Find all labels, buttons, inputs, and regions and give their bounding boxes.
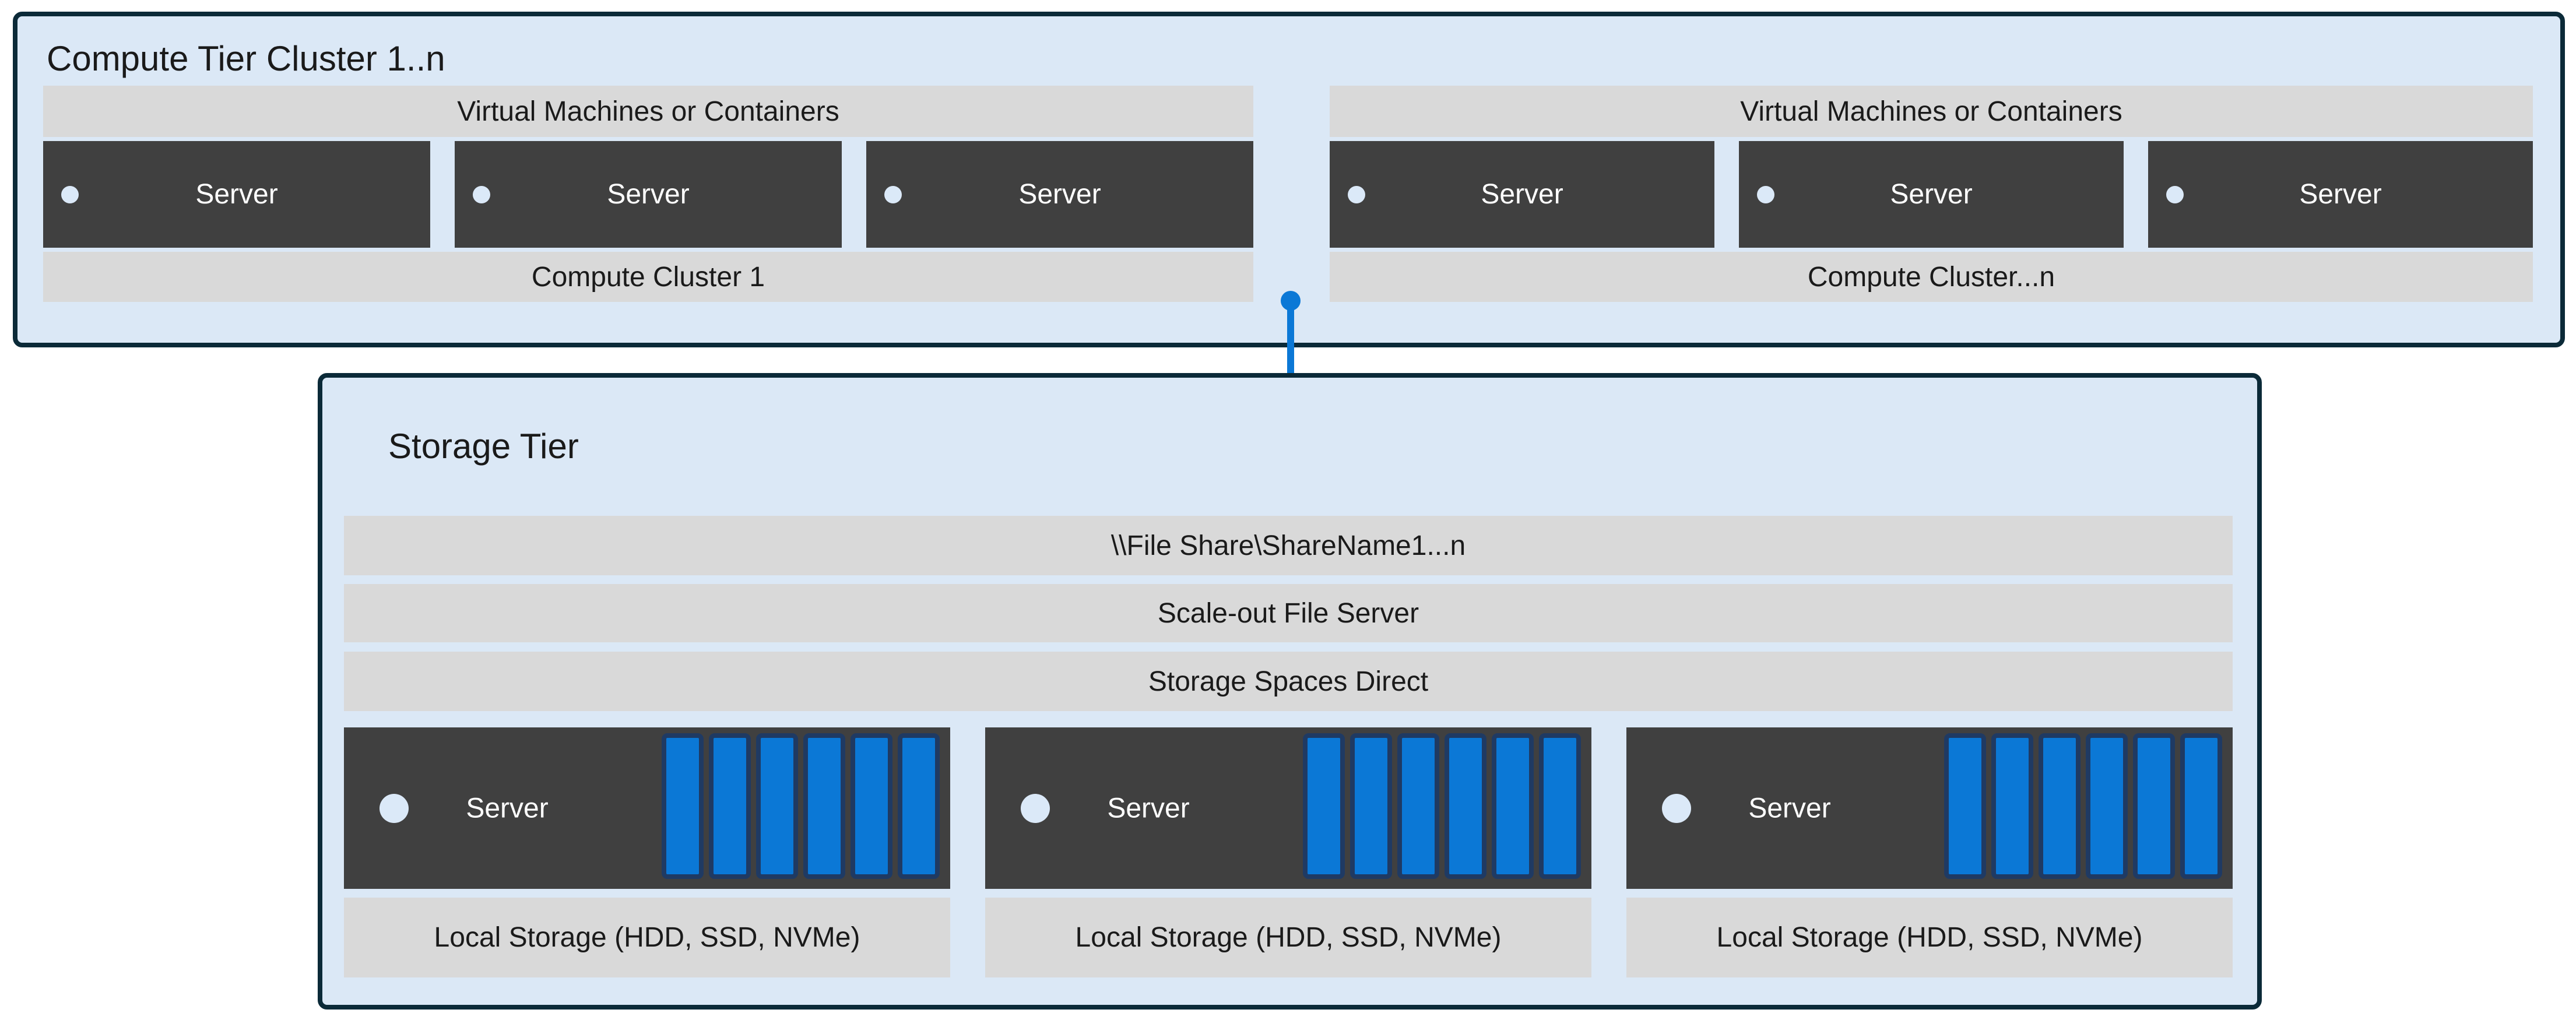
power-led-icon: [2166, 185, 2184, 203]
compute-server: Server: [2148, 141, 2533, 248]
disk-icon: [1492, 733, 1534, 879]
connector-endpoint-dot: [1281, 291, 1301, 311]
local-storage-bar: Local Storage (HDD, SSD, NVMe): [1626, 898, 2233, 977]
compute-server: Server: [1739, 141, 2124, 248]
disk-array: [1303, 733, 1581, 879]
server-label: Server: [1018, 179, 1101, 210]
disk-icon: [1944, 733, 1986, 879]
power-led-icon: [1021, 793, 1050, 823]
compute-server: Server: [455, 141, 842, 248]
disk-icon: [851, 733, 892, 879]
power-led-icon: [1757, 185, 1774, 203]
disk-icon: [1539, 733, 1581, 879]
server-label: Server: [1481, 179, 1563, 210]
disk-array: [662, 733, 940, 879]
disk-icon: [1445, 733, 1486, 879]
power-led-icon: [1662, 793, 1691, 823]
file-share-label: \\File Share\ShareName1...n: [1110, 530, 1466, 561]
storage-server: Server: [985, 727, 1591, 889]
file-share-bar: \\File Share\ShareName1...n: [344, 516, 2233, 575]
storage-spaces-direct-bar: Storage Spaces Direct: [344, 652, 2233, 711]
server-label: Server: [2299, 179, 2382, 210]
server-label: Server: [1748, 793, 1831, 824]
disk-icon: [2086, 733, 2128, 879]
server-label: Server: [466, 793, 549, 824]
vm-containers-bar: Virtual Machines or Containers: [43, 86, 1253, 137]
local-storage-label: Local Storage (HDD, SSD, NVMe): [1716, 922, 2143, 953]
power-led-icon: [473, 185, 490, 203]
compute-cluster-bar: Compute Cluster 1: [43, 252, 1253, 302]
disk-icon: [1397, 733, 1439, 879]
power-led-icon: [61, 185, 79, 203]
local-storage-bar: Local Storage (HDD, SSD, NVMe): [344, 898, 950, 977]
scale-out-file-server-bar: Scale-out File Server: [344, 584, 2233, 642]
disk-icon: [756, 733, 798, 879]
storage-tier-title: Storage Tier: [388, 427, 579, 466]
disk-icon: [2039, 733, 2081, 879]
scale-out-file-server-label: Scale-out File Server: [1157, 597, 1419, 629]
storage-server: Server: [344, 727, 950, 889]
disk-icon: [1303, 733, 1345, 879]
compute-cluster-label: Compute Cluster...n: [1807, 261, 2055, 293]
power-led-icon: [884, 185, 902, 203]
local-storage-bar: Local Storage (HDD, SSD, NVMe): [985, 898, 1591, 977]
storage-spaces-direct-label: Storage Spaces Direct: [1148, 666, 1429, 697]
local-storage-label: Local Storage (HDD, SSD, NVMe): [1075, 922, 1502, 953]
disk-icon: [709, 733, 751, 879]
power-led-icon: [1348, 185, 1365, 203]
disk-icon: [898, 733, 940, 879]
compute-server: Server: [43, 141, 430, 248]
disk-icon: [662, 733, 704, 879]
disk-icon: [1991, 733, 2033, 879]
vm-containers-bar: Virtual Machines or Containers: [1330, 86, 2533, 137]
local-storage-label: Local Storage (HDD, SSD, NVMe): [434, 922, 860, 953]
disk-icon: [803, 733, 845, 879]
disk-icon: [2133, 733, 2175, 879]
disk-array: [1944, 733, 2222, 879]
compute-tier-title: Compute Tier Cluster 1..n: [47, 39, 445, 78]
server-label: Server: [1890, 179, 1973, 210]
server-label: Server: [195, 179, 278, 210]
vm-containers-label: Virtual Machines or Containers: [457, 96, 839, 127]
server-label: Server: [1107, 793, 1190, 824]
vm-containers-label: Virtual Machines or Containers: [1740, 96, 2122, 127]
disk-icon: [1350, 733, 1392, 879]
storage-server: Server: [1626, 727, 2233, 889]
disk-icon: [2180, 733, 2222, 879]
compute-cluster-bar: Compute Cluster...n: [1330, 252, 2533, 302]
compute-server: Server: [866, 141, 1253, 248]
compute-server: Server: [1330, 141, 1714, 248]
compute-cluster-label: Compute Cluster 1: [531, 261, 765, 293]
power-led-icon: [379, 793, 409, 823]
server-label: Server: [607, 179, 690, 210]
